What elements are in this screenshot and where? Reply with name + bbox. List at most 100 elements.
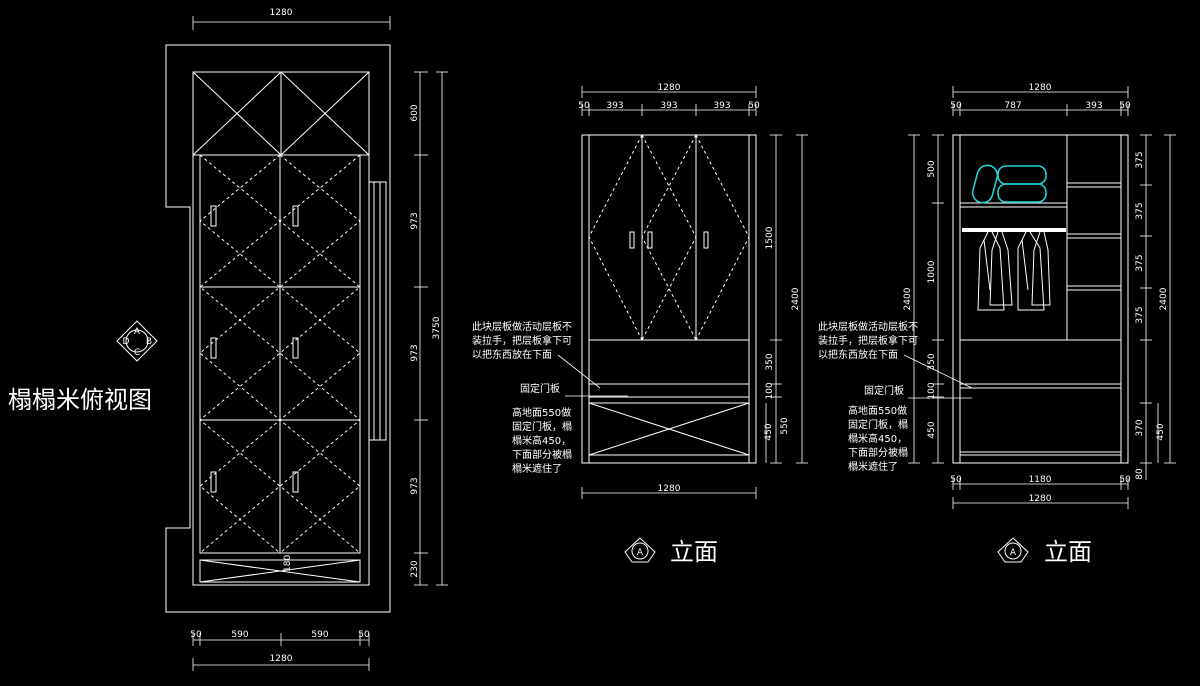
- elevation-b-title: 立面: [1044, 538, 1092, 566]
- dim-text: 80: [1135, 468, 1145, 480]
- note-line: 下面部分被榻: [512, 448, 572, 461]
- dim-text: 787: [1004, 101, 1021, 111]
- dim-text: 1280: [270, 654, 293, 664]
- dim-text: 450: [1156, 423, 1166, 440]
- note-line: 固定门板，榻: [512, 420, 572, 433]
- dim-text: 375: [1135, 306, 1145, 323]
- plan-room-outline: [165, 44, 391, 613]
- dim-text: 973: [410, 477, 420, 494]
- handle-icon: [210, 471, 217, 493]
- dim-text: 1280: [658, 83, 681, 93]
- note-line: 榻米遮住了: [848, 460, 898, 473]
- compass-label: C: [134, 348, 140, 358]
- note-line: 装拉手，把层板拿下可: [818, 334, 918, 347]
- elev-a-body: [581, 134, 757, 464]
- dim-text: 350: [927, 353, 937, 370]
- dim-text: 393: [660, 101, 677, 111]
- handle-icon: [629, 231, 635, 249]
- dim-text: 600: [410, 104, 420, 121]
- compass-label: D: [123, 337, 130, 347]
- dim-text: 375: [1135, 151, 1145, 168]
- note-line: 以把东西放在下面: [472, 348, 552, 361]
- note-line: 此块层板做活动层板不: [472, 320, 572, 333]
- dim-text: 50: [190, 630, 202, 640]
- handle-icon: [210, 205, 217, 227]
- plan-window: [368, 181, 387, 441]
- dim-text: 500: [927, 160, 937, 177]
- dim-text: 1180: [1029, 475, 1052, 485]
- hanging-rod: [962, 228, 1066, 232]
- marker-label: A: [637, 548, 644, 558]
- dim-text: 973: [410, 212, 420, 229]
- dim-text: 590: [311, 630, 328, 640]
- dim-text: 230: [410, 560, 420, 577]
- plan-dim-top: 1280: [192, 8, 391, 30]
- dim-text: 2400: [903, 287, 913, 310]
- note-line: 榻米遮住了: [512, 462, 562, 475]
- note-line: 高地面550做: [512, 406, 571, 419]
- dim-step: 180: [283, 555, 293, 572]
- compass-label: A: [134, 327, 141, 337]
- handle-icon: [210, 337, 217, 359]
- plan-top-cabinets: [192, 71, 370, 156]
- handle-icon: [292, 471, 299, 493]
- dim-text: 973: [410, 344, 420, 361]
- dim-text: 50: [578, 101, 590, 111]
- note-line: 装拉手，把层板拿下可: [472, 334, 572, 347]
- plan-title: 榻榻米俯视图: [8, 386, 152, 414]
- dim-text: 1500: [765, 226, 775, 249]
- plan-dim-right: 600 973 973 973 230 3750: [410, 71, 448, 586]
- dim-text: 1280: [1029, 83, 1052, 93]
- dim-text: 50: [1119, 475, 1131, 485]
- note-line: 下面部分被榻: [848, 446, 908, 459]
- dim-text: 2400: [791, 287, 801, 310]
- dim-text: 3750: [432, 316, 442, 339]
- dim-text: 50: [748, 101, 760, 111]
- dim-text: 50: [358, 630, 370, 640]
- plan-step: 180: [199, 555, 361, 583]
- dim-text: 393: [606, 101, 623, 111]
- elevation-a: 50 393 393 393 50 1280 1280 1500 350 100…: [472, 83, 808, 566]
- dim-text: 450: [764, 423, 774, 440]
- dim-text: 350: [765, 353, 775, 370]
- compass-icon: A B C D: [116, 320, 158, 362]
- plan-dim-bottom: 50 590 590 50 1280: [190, 630, 370, 671]
- folded-clothes-icon: [971, 164, 1047, 204]
- dim-text: 375: [1135, 202, 1145, 219]
- dim-text: 50: [1119, 101, 1131, 111]
- dim-text: 393: [1085, 101, 1102, 111]
- dim-text: 590: [231, 630, 248, 640]
- dim-text: 375: [1135, 254, 1145, 271]
- note-line: 固定门板: [520, 382, 560, 395]
- note-line: 榻米高450，: [512, 434, 571, 447]
- dim-text: 100: [765, 382, 775, 399]
- compass-label: B: [146, 337, 152, 347]
- handle-icon: [703, 231, 709, 249]
- elev-b-body: [952, 134, 1129, 464]
- dim-text: 550: [780, 417, 790, 434]
- handle-icon: [292, 205, 299, 227]
- note-line: 榻米高450，: [848, 432, 907, 445]
- dim-text: 2400: [1159, 287, 1169, 310]
- hanging-clothes-icon: [977, 231, 1051, 311]
- note-line: 以把东西放在下面: [818, 348, 898, 361]
- section-marker-icon: A: [997, 537, 1029, 563]
- note-line: 固定门板: [864, 384, 904, 397]
- elevation-b: 50 787 393 50 1280 50 1180 50 1280 2400 …: [818, 83, 1176, 566]
- dim-text: 370: [1135, 419, 1145, 436]
- note-line: 固定门板，榻: [848, 418, 908, 431]
- dim-text: 50: [950, 101, 962, 111]
- plan-tatami-panels: [199, 154, 361, 554]
- dim-text: 450: [927, 421, 937, 438]
- note-line: 高地面550做: [848, 404, 907, 417]
- handle-icon: [647, 231, 653, 249]
- marker-label: A: [1010, 548, 1017, 558]
- elevation-a-title: 立面: [670, 538, 718, 566]
- dim-text: 393: [713, 101, 730, 111]
- dim-text: 100: [927, 382, 937, 399]
- dim-text: 1280: [1029, 494, 1052, 504]
- dim-text: 1000: [927, 260, 937, 283]
- handle-icon: [292, 337, 299, 359]
- plan-view: 180 1280 50 590 590 50: [8, 8, 448, 671]
